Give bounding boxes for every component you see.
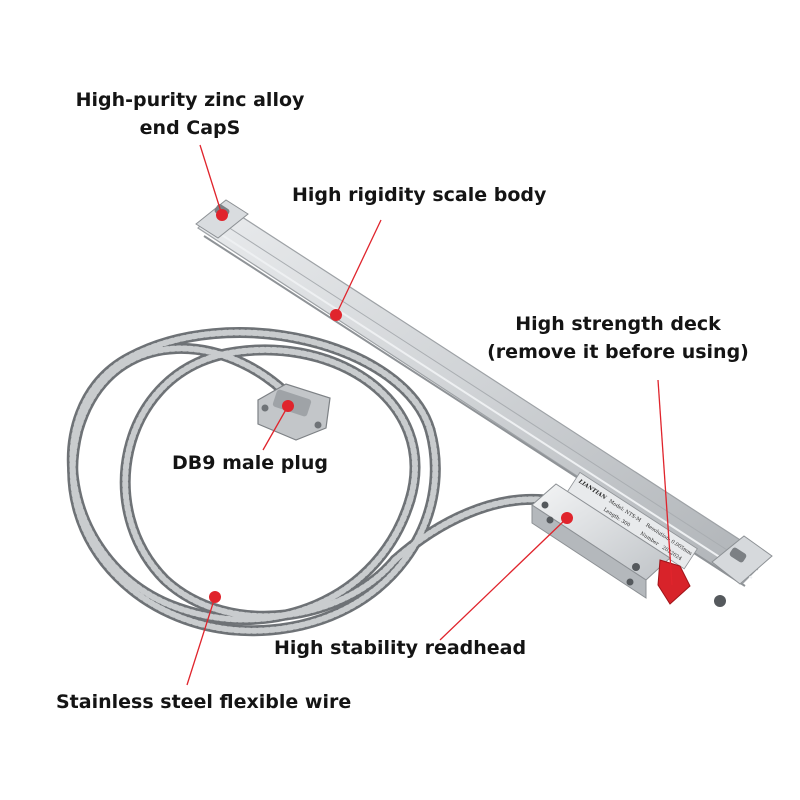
marker-wire [209, 591, 221, 603]
flexible-wire-coil [66, 327, 551, 637]
db9-connector [257, 383, 331, 441]
callout-line-deck [657, 379, 673, 586]
marker-db9 [282, 400, 294, 412]
marker-readhead [561, 512, 573, 524]
callout-line-end-caps [199, 144, 223, 216]
callout-deck-line2: (remove it before using) [487, 341, 749, 363]
callout-lines [186, 144, 673, 686]
callout-line-db9 [262, 405, 289, 451]
callout-wire: Stainless steel flexible wire [56, 691, 352, 713]
callout-line-wire [186, 596, 216, 686]
callout-markers [209, 209, 573, 603]
callout-end-caps-line1: High-purity zinc alloy [75, 89, 305, 111]
callout-deck: High strength deck (remove it before usi… [482, 310, 754, 366]
callout-line-readhead [439, 517, 568, 641]
callout-deck-line1: High strength deck [515, 313, 721, 335]
marker-scale-body [330, 309, 342, 321]
callout-end-caps-line2: end CapS [139, 117, 241, 139]
right-end-cap [711, 535, 773, 607]
strength-deck [657, 559, 691, 605]
callout-db9-plug: DB9 male plug [172, 452, 328, 474]
callout-readhead: High stability readhead [274, 637, 527, 659]
callout-end-caps: High-purity zinc alloy end CapS [60, 86, 320, 142]
callout-line-scale-body [335, 219, 382, 316]
callout-scale-body: High rigidity scale body [292, 184, 547, 206]
marker-end-caps [216, 209, 228, 221]
